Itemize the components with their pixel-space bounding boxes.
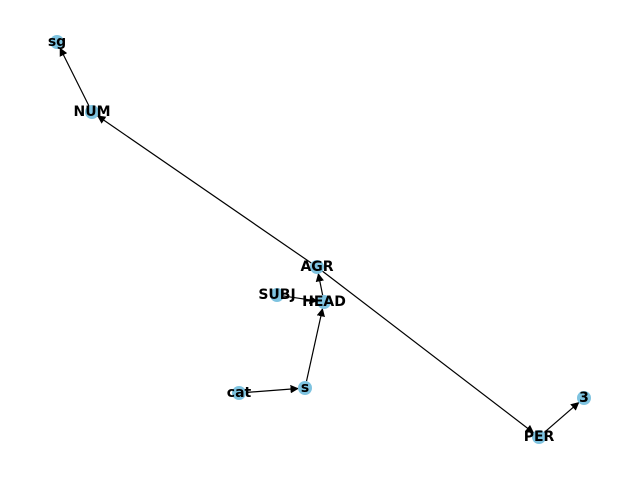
node-label-3: 3 xyxy=(579,390,589,406)
node-s xyxy=(298,381,312,395)
edge-NUM-to-sg xyxy=(59,47,90,107)
node-label-SUBJ: SUBJ xyxy=(258,287,295,303)
node-label-PER: PER xyxy=(524,429,555,445)
node-AGR xyxy=(310,260,324,274)
edge-PER-to-3 xyxy=(543,402,580,433)
node-3 xyxy=(577,391,591,405)
node-PER xyxy=(532,430,546,444)
nodes-layer xyxy=(50,35,591,444)
edges-layer xyxy=(59,47,580,434)
node-label-AGR: AGR xyxy=(300,259,333,275)
node-label-s: s xyxy=(301,380,309,396)
edge-HEAD-to-AGR xyxy=(315,273,324,296)
node-SUBJ xyxy=(270,288,284,302)
node-sg xyxy=(50,35,64,49)
node-HEAD xyxy=(317,295,331,309)
edge-cat-to-s xyxy=(245,384,299,394)
edge-s-to-HEAD xyxy=(305,308,325,382)
edge-AGR-to-NUM xyxy=(97,115,312,264)
node-label-HEAD: HEAD xyxy=(302,294,346,310)
node-cat xyxy=(232,386,246,400)
node-label-sg: sg xyxy=(48,34,66,50)
node-NUM xyxy=(85,105,99,119)
node-label-NUM: NUM xyxy=(73,104,110,120)
edge-SUBJ-to-HEAD xyxy=(283,295,318,305)
edge-AGR-to-PER xyxy=(322,270,535,434)
node-label-cat: cat xyxy=(227,385,252,401)
